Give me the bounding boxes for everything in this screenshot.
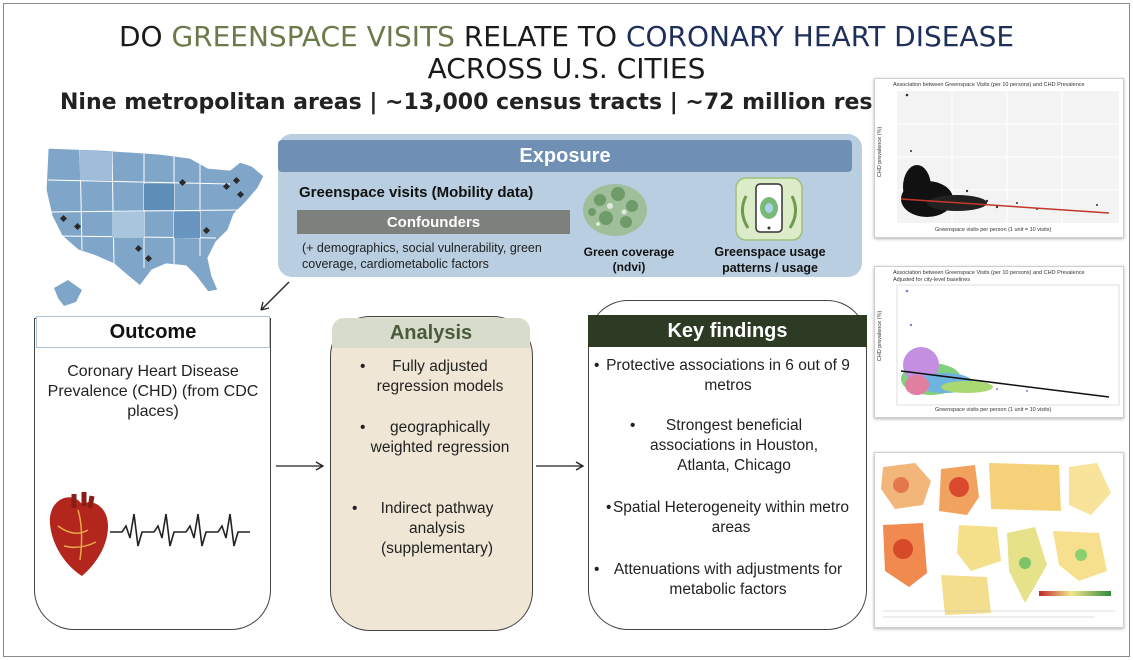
confounders-header: Confounders xyxy=(297,210,570,234)
scatter1-ylabel: CHD prevalence (%) xyxy=(877,126,884,178)
maps-thumbnail xyxy=(874,452,1124,628)
analysis-bullet: •geographically weighted regression xyxy=(360,419,510,456)
arrow-icon xyxy=(260,281,290,311)
outcome-column xyxy=(34,318,271,630)
scatter2-plot xyxy=(896,284,1120,406)
key-findings-column xyxy=(588,300,867,630)
outcome-text: Coronary Heart Disease Prevalence (CHD) … xyxy=(47,363,259,420)
heart-icon xyxy=(49,492,108,576)
poster-frame xyxy=(3,3,1130,657)
greenspace-visits-label: Greenspace visits (Mobility data) xyxy=(299,184,534,201)
subtitle: Nine metropolitan areas | ~13,000 census… xyxy=(60,90,950,115)
arrow-icon xyxy=(276,461,325,471)
arrow-icon xyxy=(536,461,585,471)
green-coverage-label: Green coverage (ndvi) xyxy=(583,245,675,274)
scatter1-plot xyxy=(897,91,1119,223)
scatter1-title: Association between Greenspace Visits (p… xyxy=(893,82,1085,88)
key-findings-header: Key findings xyxy=(588,315,867,347)
exposure-header: Exposure xyxy=(278,140,852,172)
title-line-2: ACROSS U.S. CITIES xyxy=(427,52,706,85)
key-finding-bullet: •Attenuations with adjustments for metab… xyxy=(594,561,843,598)
scatter-thumbnail-2: Association between Greenspace Visits (p… xyxy=(874,266,1124,418)
scatter1-xlabel: Greenspace visits per person (1 unit = 1… xyxy=(935,227,1052,233)
confounders-description: (+ demographics, social vulnerability, g… xyxy=(302,241,542,271)
key-finding-bullet: •Strongest beneficial associations in Ho… xyxy=(630,417,818,474)
us-map-icon xyxy=(45,147,265,306)
analysis-column xyxy=(330,316,533,631)
analysis-bullet: •Indirect pathway analysis (supplementar… xyxy=(352,500,494,557)
scatter2-subtitle: Adjusted for city-level baselines xyxy=(893,277,971,283)
shrub-icon xyxy=(583,184,647,236)
ecg-icon xyxy=(110,513,250,547)
phone-park-icon xyxy=(735,177,803,241)
outcome-header: Outcome xyxy=(36,316,270,348)
scatter-thumbnail-1: Association between Greenspace Visits (p… xyxy=(874,78,1124,238)
key-finding-bullet: •Protective associations in 6 out of 9 m… xyxy=(594,357,850,394)
key-finding-bullet: •Spatial Heterogeneity within metro area… xyxy=(606,499,850,536)
greenspace-usage-label: Greenspace usage patterns / usage xyxy=(714,245,826,275)
scatter2-title: Association between Greenspace Visits (p… xyxy=(893,270,1085,276)
title-line-1: DO GREENSPACE VISITS RELATE TO CORONARY … xyxy=(118,20,1015,53)
analysis-header: Analysis xyxy=(332,318,530,348)
scatter2-ylabel: CHD prevalence (%) xyxy=(877,310,884,362)
scatter2-xlabel: Greenspace visits per person (1 unit = 1… xyxy=(935,407,1052,413)
analysis-bullet: •Fully adjusted regression models xyxy=(360,358,504,395)
gwr-maps xyxy=(875,453,1123,627)
